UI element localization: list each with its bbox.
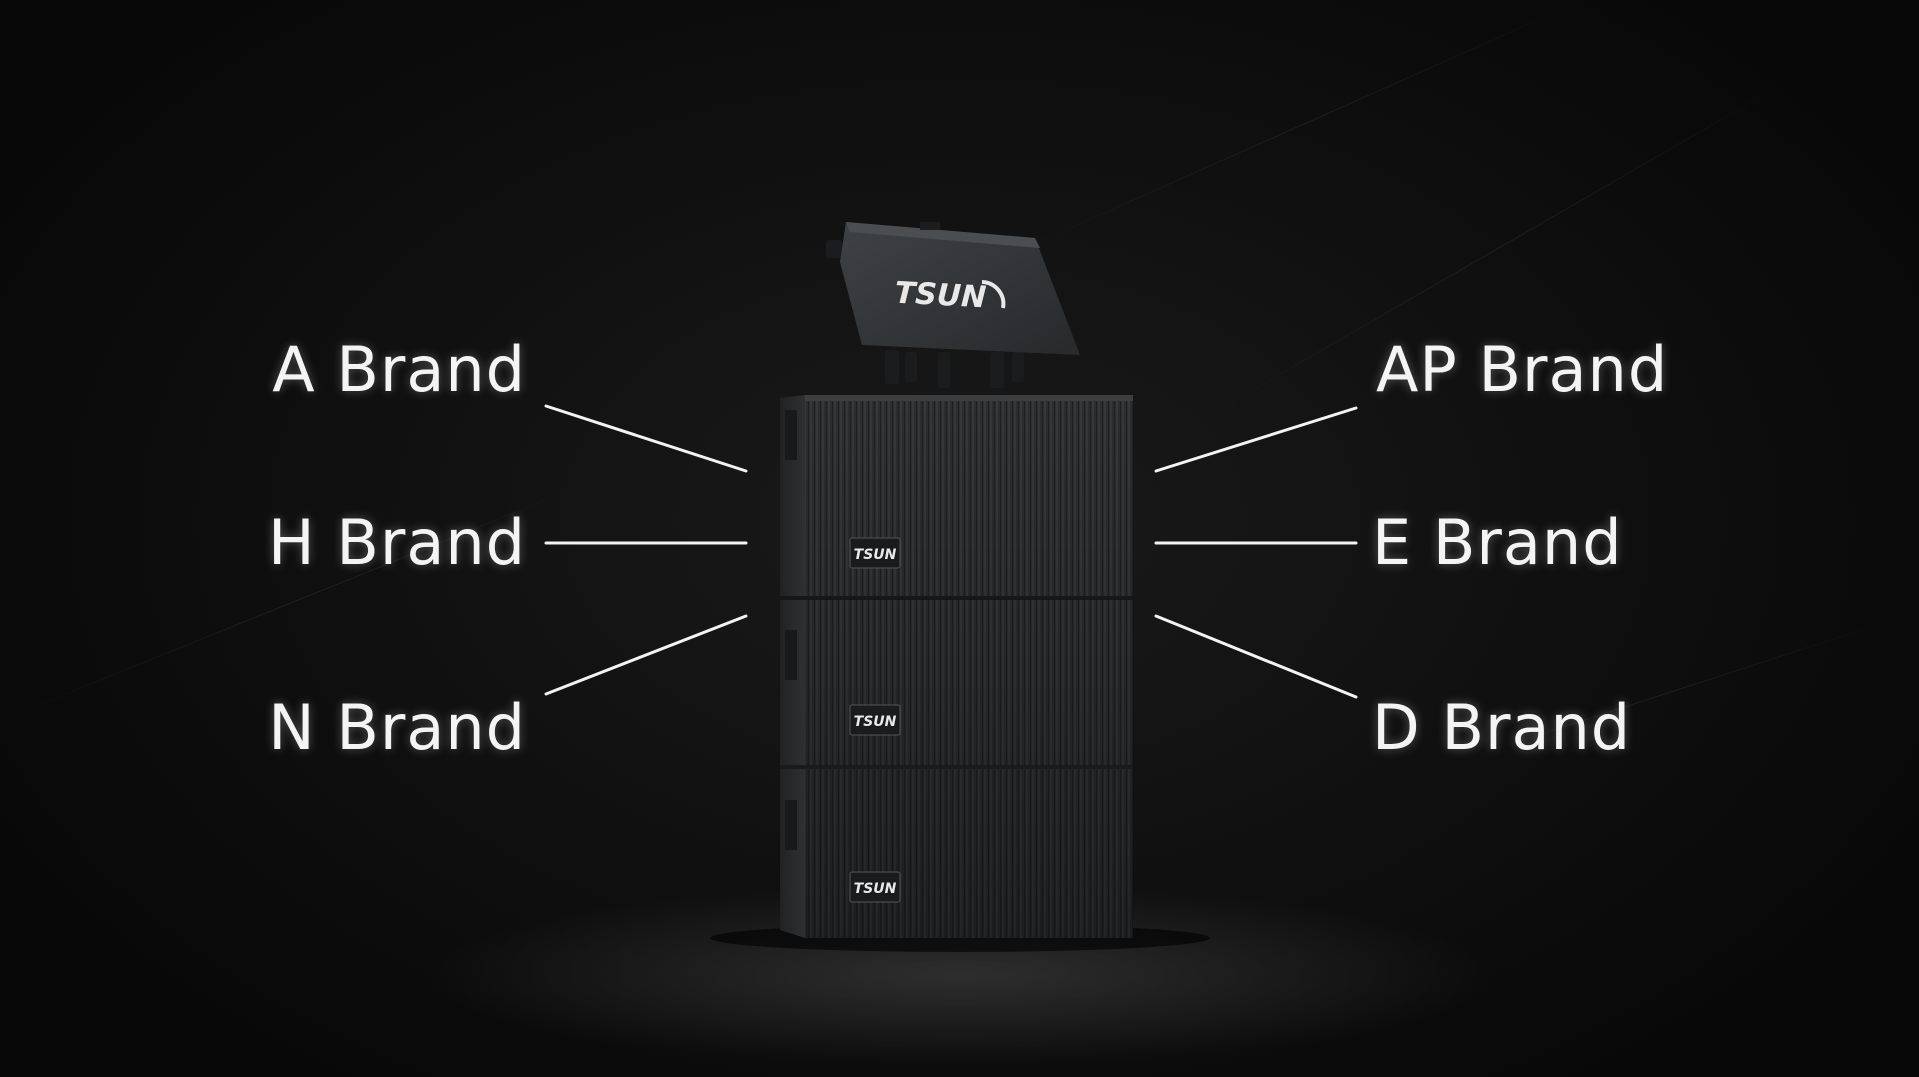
svg-text:TSUN: TSUN <box>854 881 897 897</box>
brand-label-a: A Brand <box>272 333 526 406</box>
microinverter: TSUN <box>826 222 1080 388</box>
brand-label-n: N Brand <box>268 691 526 764</box>
microinverter-body <box>840 222 1080 355</box>
microinverter-logo: TSUN <box>894 276 987 316</box>
module-seam <box>780 596 1133 600</box>
module-logo-badge: TSUN <box>849 537 901 569</box>
module-seam <box>780 765 1133 769</box>
svg-text:TSUN: TSUN <box>854 714 897 730</box>
battery-tower: TSUN TSUN TSUN <box>780 395 1133 938</box>
brand-label-h: H Brand <box>268 506 526 579</box>
module-logo-badge: TSUN <box>849 704 901 736</box>
brand-label-ap: AP Brand <box>1376 333 1669 406</box>
module-logo-badge: TSUN <box>849 871 901 903</box>
svg-text:TSUN: TSUN <box>854 547 897 563</box>
brand-label-d: D Brand <box>1372 691 1632 764</box>
brand-label-e: E Brand <box>1372 506 1623 579</box>
